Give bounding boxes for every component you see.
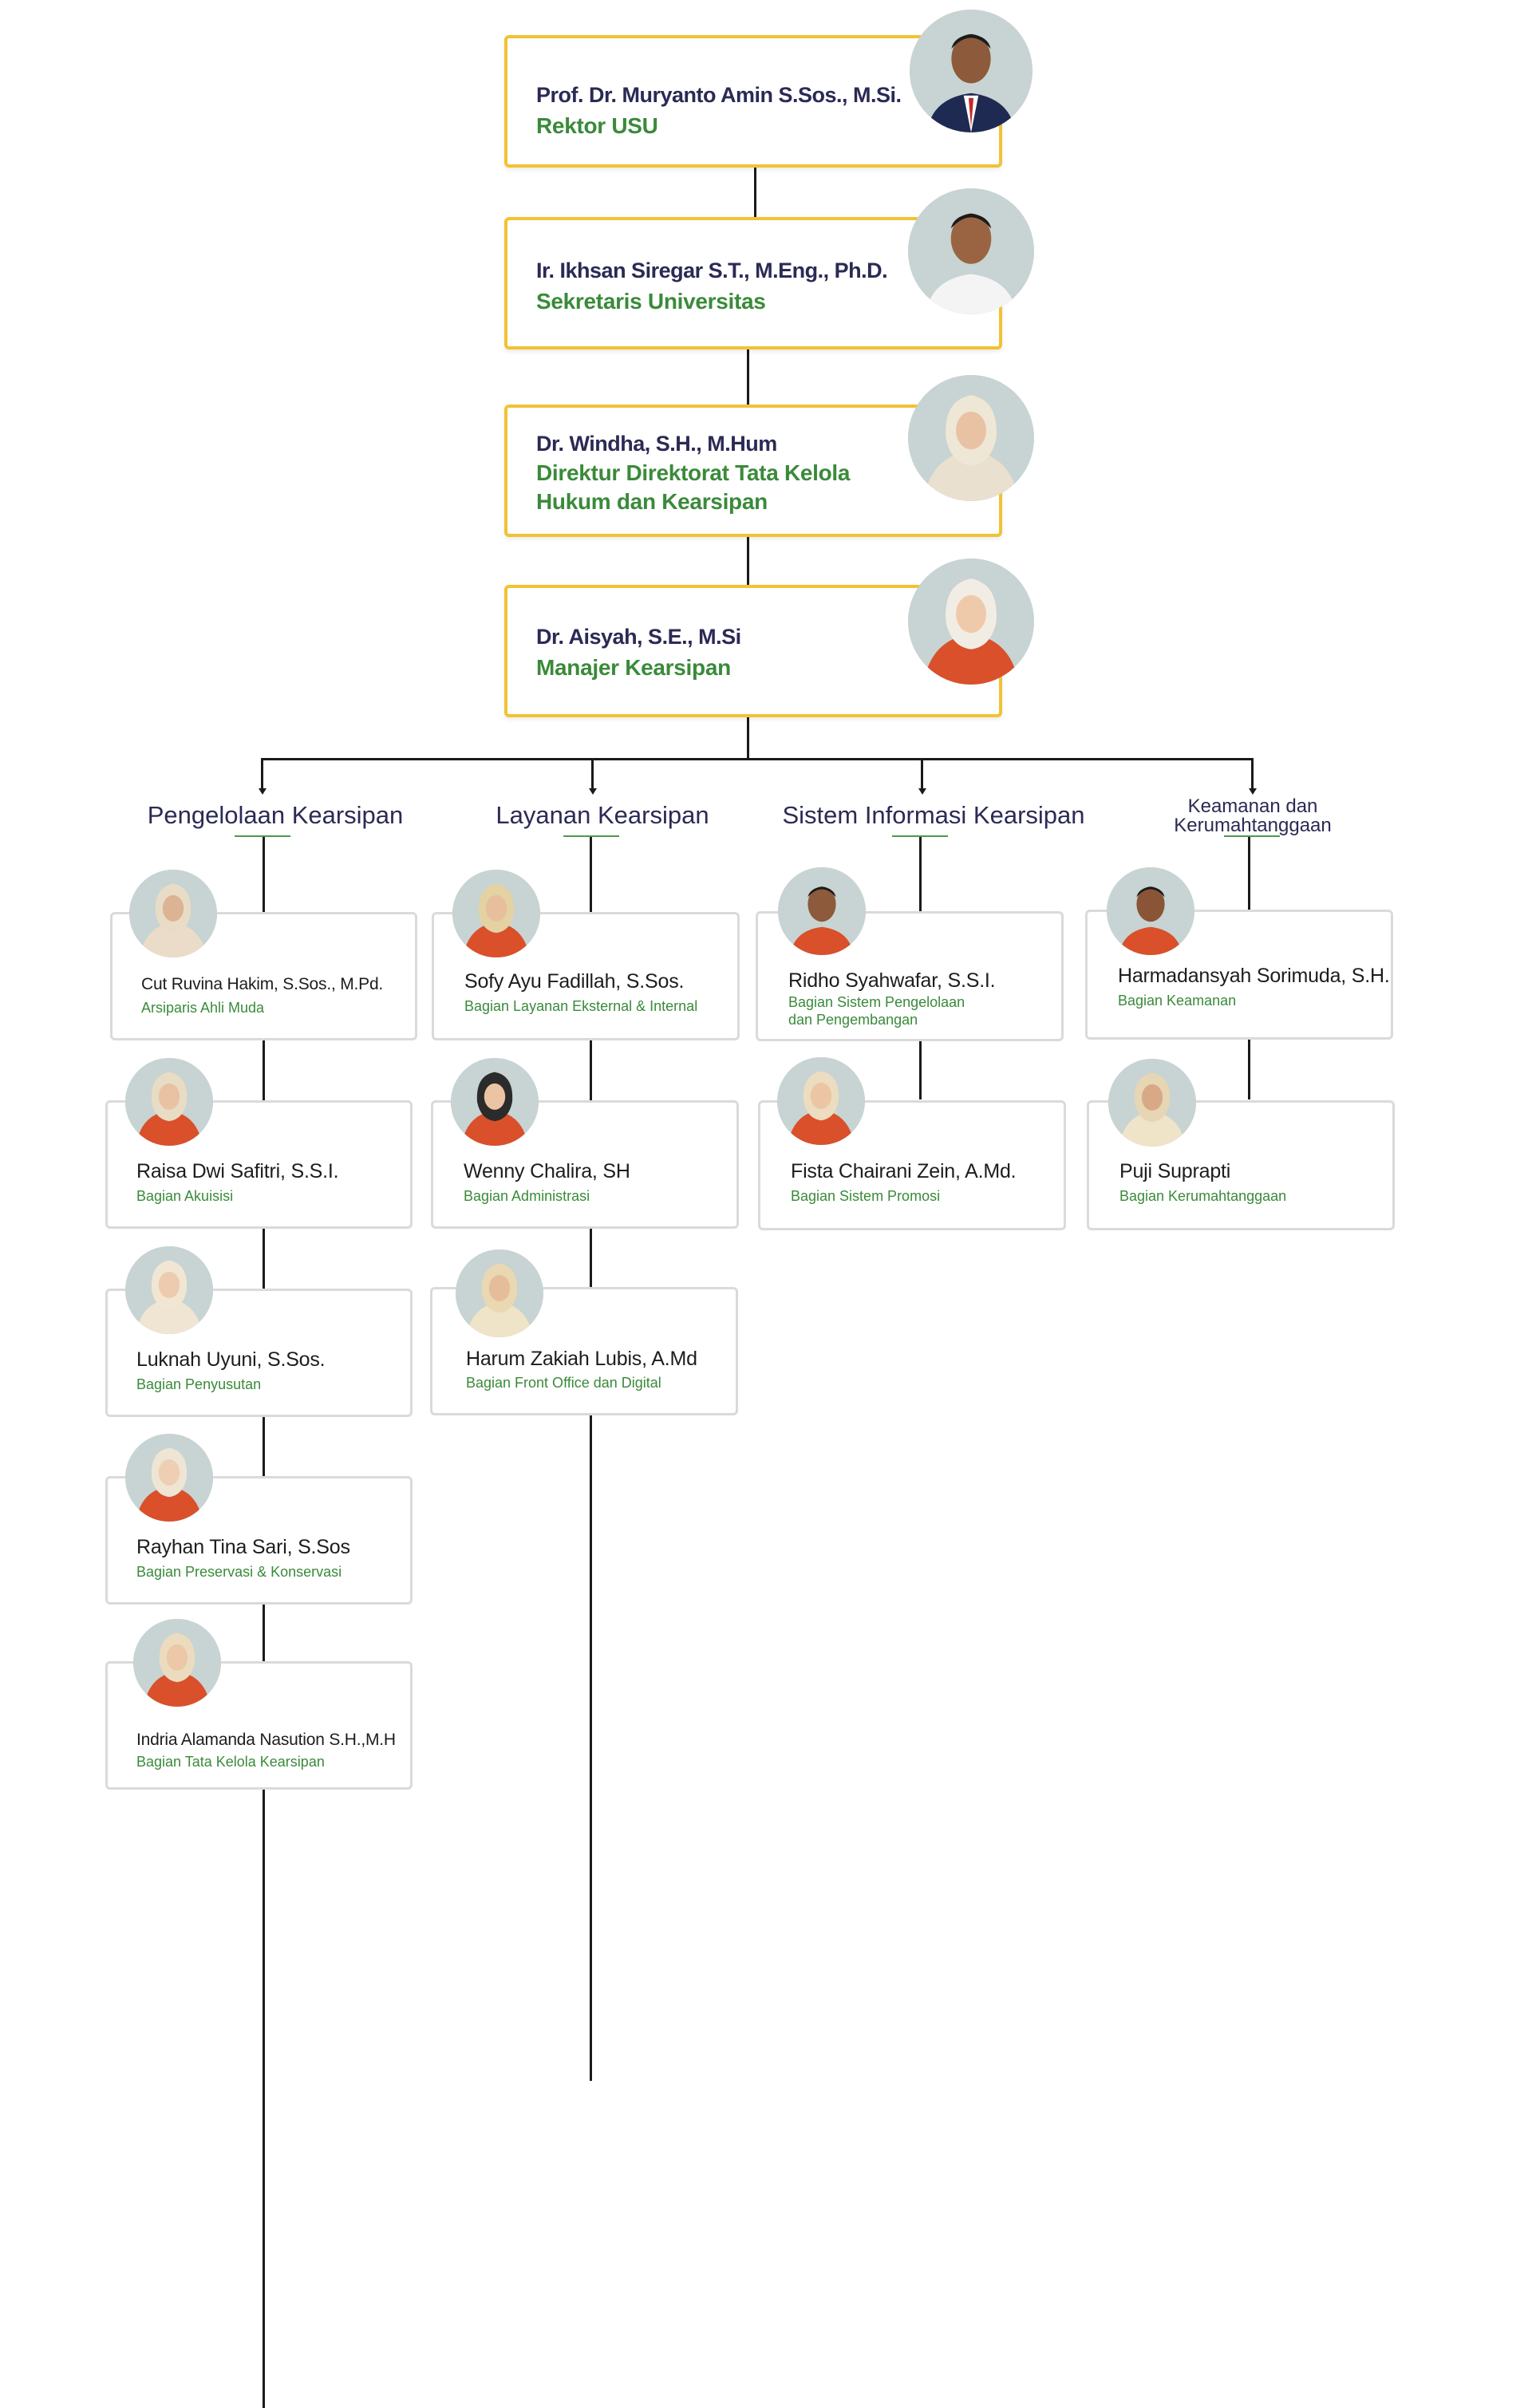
staff-name: Harum Zakiah Lubis, A.Md: [466, 1348, 697, 1370]
arrow-down-icon: [918, 788, 926, 795]
staff-card: Sofy Ayu Fadillah, S.Sos. Bagian Layanan…: [432, 912, 740, 1040]
connector-line: [754, 166, 756, 217]
staff-card: Harmadansyah Sorimuda, S.H. Bagian Keama…: [1085, 910, 1393, 1040]
department-title: Keamanan dan Kerumahtanggaan: [1133, 797, 1372, 835]
connector-line: [747, 347, 749, 405]
connector-line: [921, 758, 923, 790]
staff-role: Bagian Akuisisi: [136, 1188, 234, 1204]
staff-role: Bagian Layanan Eksternal & Internal: [464, 998, 698, 1014]
connector-line: [263, 836, 265, 2408]
department-underline: [235, 835, 290, 837]
staff-role: Bagian Administrasi: [464, 1188, 590, 1204]
connector-line: [1251, 758, 1254, 790]
connector-line: [747, 536, 749, 587]
leader-name: Ir. Ikhsan Siregar S.T., M.Eng., Ph.D.: [536, 259, 888, 282]
connector-line: [261, 758, 263, 790]
leader-role: Sekretaris Universitas: [536, 289, 766, 314]
leader-name: Prof. Dr. Muryanto Amin S.Sos., M.Si.: [536, 83, 902, 107]
staff-role: Bagian Front Office dan Digital: [466, 1375, 661, 1391]
portrait-avatar: [452, 870, 540, 957]
connector-line: [590, 836, 592, 2081]
staff-role: Bagian Tata Kelola Kearsipan: [136, 1754, 325, 1770]
staff-card: Wenny Chalira, SH Bagian Administrasi: [431, 1100, 739, 1229]
portrait-avatar: [456, 1249, 543, 1337]
portrait-avatar: [125, 1058, 213, 1146]
staff-role: Bagian Preservasi & Konservasi: [136, 1564, 342, 1580]
department-title: Layanan Kearsipan: [496, 801, 709, 829]
connector-line: [591, 758, 594, 790]
portrait-avatar: [908, 188, 1034, 314]
staff-role: Bagian Kerumahtanggaan: [1119, 1188, 1287, 1204]
department-title: Sistem Informasi Kearsipan: [782, 801, 1085, 829]
department-title-line: Kerumahtanggaan: [1174, 815, 1332, 836]
department-underline: [892, 835, 948, 837]
department-title: Pengelolaan Kearsipan: [147, 801, 404, 829]
portrait-avatar: [910, 10, 1033, 132]
staff-name: Harmadansyah Sorimuda, S.H.: [1118, 965, 1390, 987]
staff-name: Indria Alamanda Nasution S.H.,M.H: [136, 1731, 396, 1749]
staff-name: Raisa Dwi Safitri, S.S.I.: [136, 1160, 339, 1182]
department-underline: [563, 835, 619, 837]
leader-name: Dr. Aisyah, S.E., M.Si: [536, 625, 741, 649]
leader-role: Hukum dan Kearsipan: [536, 489, 768, 514]
staff-name: Luknah Uyuni, S.Sos.: [136, 1348, 326, 1371]
staff-name: Puji Suprapti: [1119, 1160, 1231, 1182]
staff-role: Arsiparis Ahli Muda: [141, 1000, 265, 1016]
leader-role: Rektor USU: [536, 113, 658, 138]
staff-name: Sofy Ayu Fadillah, S.Sos.: [464, 970, 685, 993]
leader-role: Manajer Kearsipan: [536, 655, 731, 680]
connector-line: [261, 758, 1254, 760]
portrait-avatar: [451, 1058, 539, 1146]
staff-name: Rayhan Tina Sari, S.Sos: [136, 1536, 350, 1558]
arrow-down-icon: [259, 788, 267, 795]
leader-role: Direktur Direktorat Tata Kelola: [536, 460, 851, 485]
staff-role: Bagian Sistem Promosi: [791, 1188, 941, 1204]
department-underline: [1224, 835, 1280, 837]
staff-role: Bagian Sistem Pengelolaan: [788, 994, 965, 1010]
portrait-avatar: [125, 1434, 213, 1522]
portrait-avatar: [1108, 1059, 1196, 1147]
connector-line: [747, 714, 749, 759]
portrait-avatar: [125, 1246, 213, 1334]
leader-name: Dr. Windha, S.H., M.Hum: [536, 432, 777, 456]
staff-name: Cut Ruvina Hakim, S.Sos., M.Pd.: [141, 975, 384, 993]
portrait-avatar: [908, 375, 1034, 501]
portrait-avatar: [1107, 867, 1194, 955]
staff-name: Ridho Syahwafar, S.S.I.: [788, 969, 996, 992]
staff-role: dan Pengembangan: [788, 1012, 918, 1028]
arrow-down-icon: [1249, 788, 1257, 795]
arrow-down-icon: [589, 788, 597, 795]
portrait-avatar: [778, 867, 866, 955]
portrait-avatar: [129, 870, 217, 957]
portrait-avatar: [908, 559, 1034, 685]
portrait-avatar: [777, 1057, 865, 1145]
staff-card: Fista Chairani Zein, A.Md. Bagian Sistem…: [758, 1100, 1066, 1230]
portrait-avatar: [133, 1619, 221, 1707]
department-title-line: Keamanan dan: [1187, 795, 1318, 817]
staff-role: Bagian Keamanan: [1118, 993, 1237, 1009]
staff-role: Bagian Penyusutan: [136, 1376, 262, 1392]
staff-name: Fista Chairani Zein, A.Md.: [791, 1160, 1017, 1182]
staff-name: Wenny Chalira, SH: [464, 1160, 630, 1182]
